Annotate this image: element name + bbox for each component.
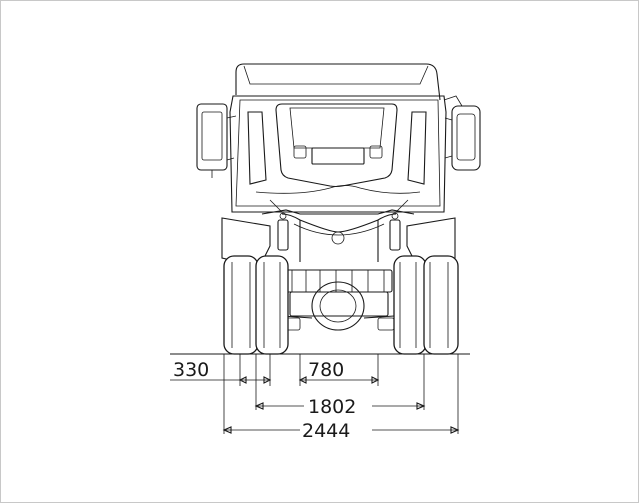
cab (229, 63, 447, 213)
dimension-1802-label: 1802 (308, 396, 356, 418)
right-mirror (443, 95, 481, 171)
dimension-lines (170, 354, 460, 434)
rear-axle (281, 269, 395, 331)
left-tires (223, 255, 289, 355)
dimension-780-label: 780 (308, 359, 344, 381)
right-tires (393, 255, 459, 355)
dimension-330-label: 330 (173, 359, 209, 381)
dimension-2444-label: 2444 (302, 420, 350, 442)
chassis (221, 199, 456, 263)
left-mirror (196, 103, 237, 178)
